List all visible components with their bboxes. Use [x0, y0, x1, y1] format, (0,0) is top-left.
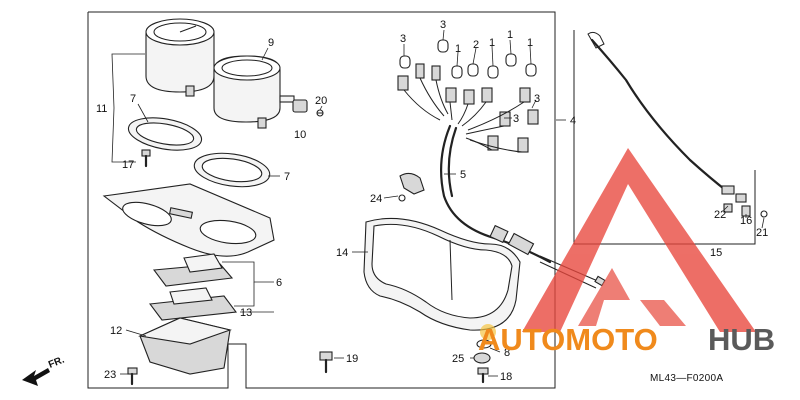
callout-13: 13: [240, 307, 252, 319]
callout-9: 9: [268, 37, 274, 49]
callout-5: 5: [460, 169, 466, 181]
callout-3b: 3: [440, 19, 446, 31]
diagram-frame: [87, 11, 756, 389]
screw-19: [319, 351, 333, 374]
callout-4: 4: [570, 115, 576, 127]
callout-25: 25: [452, 353, 464, 365]
diagram-code: ML43—F0200A: [650, 373, 723, 384]
callout-19: 19: [346, 353, 358, 365]
callout-3c: 3: [534, 93, 540, 105]
watermark-text: AUTOMOTO HUB: [478, 322, 775, 357]
callout-labels: 9 20 10 11 7 17 7 6 13 12 23 19 14 24 5 …: [96, 19, 768, 383]
screw-17: [141, 149, 151, 168]
meter-ring-lower: [193, 152, 271, 188]
callout-1c: 1: [507, 29, 513, 41]
bulb-sockets: [397, 39, 539, 153]
callout-14: 14: [336, 247, 348, 259]
screw-20: [316, 109, 324, 117]
meter-panel: [102, 183, 275, 257]
callout-10: 10: [294, 129, 306, 141]
callout-18: 18: [500, 371, 512, 383]
leader-lines: [111, 29, 765, 377]
callout-15: 15: [710, 247, 722, 259]
speedometer: [145, 18, 215, 97]
clip-21: [760, 210, 768, 218]
callout-1a: 1: [455, 43, 461, 55]
callout-3d: 3: [513, 113, 519, 125]
callout-1b: 1: [489, 37, 495, 49]
callout-22: 22: [714, 209, 726, 221]
meter-case-12: [138, 317, 232, 375]
screw-23: [127, 367, 138, 386]
callout-3a: 3: [400, 33, 406, 45]
watermark-text-part2: HUB: [708, 322, 775, 357]
callout-11: 11: [96, 103, 107, 115]
front-marker: FR.: [47, 354, 66, 370]
callout-23: 23: [104, 369, 116, 381]
callout-21: 21: [756, 227, 768, 239]
callout-20: 20: [315, 95, 327, 107]
callout-1d: 1: [527, 37, 533, 49]
meter-ring-upper: [127, 117, 203, 151]
callout-12: 12: [110, 325, 122, 337]
clamp-24: [398, 172, 425, 202]
lower-case-14: [363, 217, 521, 331]
callout-7b: 7: [284, 171, 290, 183]
indicator-board-6: [152, 253, 234, 287]
indicator-board-13: [148, 287, 238, 321]
callout-17: 17: [122, 159, 134, 171]
callout-24: 24: [370, 193, 382, 205]
watermark-text-part1: AUTOMOTO: [478, 322, 658, 357]
washer-8: [476, 339, 492, 349]
callout-6: 6: [276, 277, 282, 289]
socket-10: [292, 99, 308, 113]
callout-2: 2: [473, 39, 479, 51]
watermark-triangle-icon: [522, 148, 756, 332]
screw-18: [477, 367, 489, 384]
tachometer: [213, 55, 295, 129]
callout-16: 16: [740, 215, 752, 227]
wire-harness: [403, 77, 606, 289]
callout-7a: 7: [130, 93, 136, 105]
callout-8: 8: [504, 347, 510, 359]
watermark-logo: [522, 148, 756, 332]
front-arrow-icon: FR.: [22, 354, 66, 386]
speedometer-cable: [587, 31, 747, 213]
